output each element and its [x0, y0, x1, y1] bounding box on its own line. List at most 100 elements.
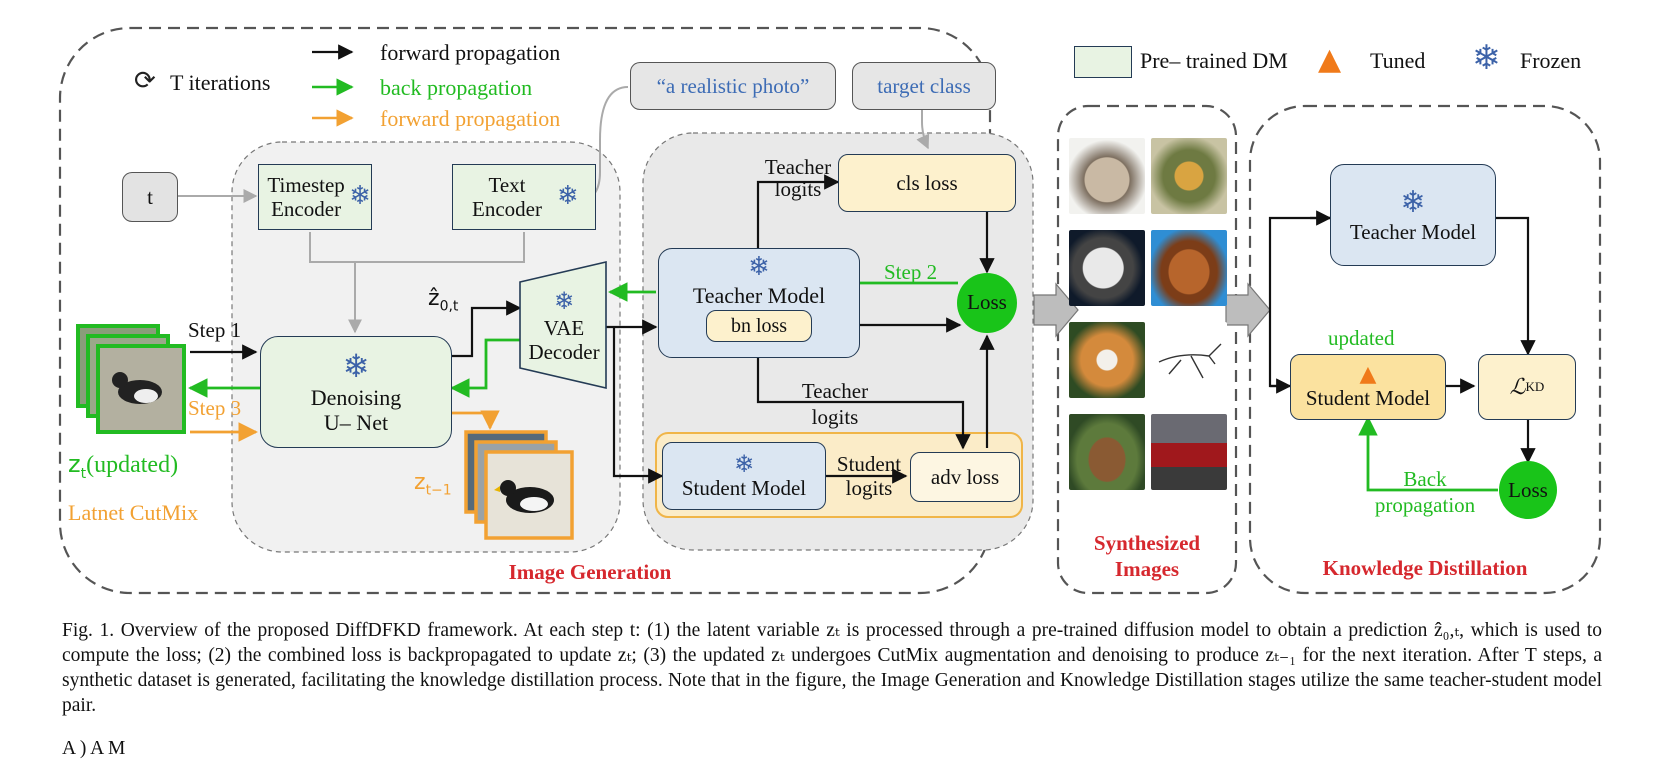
- kd-student-model-label: Student Model: [1305, 385, 1431, 410]
- z-prev-label: zt−1: [414, 470, 452, 498]
- snowflake-icon: ❄: [342, 347, 370, 386]
- teacher-model-label: Teacher Model: [692, 282, 826, 308]
- target-class-prompt: target class: [852, 62, 996, 110]
- loss-label: Loss: [967, 290, 1007, 314]
- framework-diagram: forward propagation back propagation for…: [58, 26, 1602, 595]
- z-prev-symbol: z: [414, 470, 426, 495]
- flame-icon: ▲: [1318, 42, 1342, 77]
- timestep-encoder: Timestep Encoder ❄: [258, 164, 372, 230]
- zt-symbol: z: [68, 450, 81, 478]
- step2-label: Step 2: [884, 260, 938, 284]
- loss-circle: [957, 273, 1017, 333]
- synth-image-corgi: [1069, 322, 1145, 398]
- student-model: ❄ Student Model: [662, 442, 826, 510]
- unet-to-vae-arrow: [450, 300, 522, 358]
- denoising-unet: ❄ Denoising U– Net: [260, 336, 452, 448]
- z-hat-subscript: 0,t: [439, 298, 459, 315]
- step3-label: Step 3: [188, 396, 242, 420]
- timestep-encoder-label: Timestep Encoder: [267, 172, 345, 221]
- airplane-sketch-svg: [1158, 343, 1222, 379]
- figure-caption: Fig. 1. Overview of the proposed DiffDFK…: [62, 620, 1602, 716]
- knowledge-distillation-title: Knowledge Distillation: [1322, 556, 1528, 580]
- kd-teacher-model: ❄ Teacher Model: [1330, 164, 1496, 266]
- legend-pretrained-label: Pre– trained DM: [1140, 48, 1288, 73]
- flame-icon: ▲: [1359, 361, 1377, 387]
- legend-frozen-label: Frozen: [1520, 48, 1582, 73]
- target-to-cls-arrow: [916, 108, 930, 150]
- legend-forward-orange-label: forward propagation: [380, 106, 561, 131]
- kd-teacher-to-lkd-arrow: [1492, 216, 1536, 356]
- iterations-icon: ⟳: [134, 66, 156, 96]
- snowflake-icon: ❄: [349, 181, 371, 212]
- text-encoder: Text Encoder ❄: [452, 164, 596, 230]
- kd-region: [1248, 104, 1602, 595]
- zt-updated-label: zt(updated): [68, 450, 178, 482]
- gen-to-synth-arrow: [1033, 282, 1079, 338]
- synth-image-horse: [1151, 230, 1227, 306]
- denoising-unet-label: Denoising U– Net: [310, 385, 402, 436]
- snowflake-icon: ❄: [733, 449, 755, 478]
- cls-loss: cls loss: [838, 154, 1016, 212]
- vae-to-unet-green-arrow: [450, 338, 522, 398]
- zt-bird-belly: [134, 389, 158, 403]
- student-model-label: Student Model: [681, 475, 807, 500]
- snowflake-icon: ❄: [557, 181, 579, 212]
- body-text-cut: A ) A M: [62, 738, 126, 759]
- vae-decoder-shape: [519, 260, 607, 390]
- zprev-bird-beak: [494, 486, 500, 492]
- kd-back-prop-label: Back propagation: [1374, 467, 1476, 517]
- teacher-logits-top-label: Teacher logits: [764, 155, 832, 201]
- kd-loss-symbol: ℒ: [1509, 374, 1526, 400]
- synth-image-airplane-sketch: [1151, 322, 1227, 398]
- kd-student-model: ▲ Student Model: [1290, 354, 1446, 420]
- z-hat-symbol: ẑ: [428, 286, 440, 311]
- text-encoder-label: Text Encoder: [472, 172, 542, 221]
- legend-back-green-label: back propagation: [380, 75, 533, 100]
- synth-to-kd-arrow: [1225, 282, 1271, 338]
- student-logits-label: Student logits: [836, 452, 902, 500]
- legend-forward-black-label: forward propagation: [380, 40, 561, 65]
- synth-image-car: [1151, 414, 1227, 490]
- synth-image-cat: [1069, 138, 1145, 214]
- snowflake-icon: ❄: [1472, 38, 1501, 78]
- kd-loss-circle: [1499, 461, 1557, 519]
- z-prev-subscript: t−1: [425, 482, 452, 499]
- zprev-bird-belly: [520, 497, 548, 511]
- teacher-to-adv-arrow: [756, 358, 971, 450]
- iterations-label: T iterations: [170, 70, 271, 95]
- kd-teacher-model-label: Teacher Model: [1349, 220, 1477, 245]
- vae-to-student-arrow: [612, 327, 664, 484]
- encoders-to-unet-arrow: [309, 232, 525, 332]
- legend-tuned-label: Tuned: [1370, 48, 1426, 73]
- zt-bird-head: [112, 372, 128, 388]
- zprev-bird-head: [500, 480, 516, 496]
- synth-image-dog-husky: [1069, 230, 1145, 306]
- latent-cutmix-label: Latnet CutMix: [68, 500, 199, 525]
- synth-image-bird: [1151, 138, 1227, 214]
- zt-subscript: t: [80, 465, 87, 482]
- image-generation-title: Image Generation: [508, 560, 672, 584]
- snowflake-icon: ❄: [748, 252, 770, 282]
- zt-updated-text: (updated): [86, 452, 179, 478]
- vae-decoder-label: VAE Decoder: [528, 315, 600, 364]
- kd-loss-subscript: KD: [1525, 378, 1545, 394]
- unet-to-zprev-arrow: [450, 410, 500, 430]
- snowflake-icon: ❄: [1400, 184, 1426, 220]
- bn-loss: bn loss: [706, 310, 812, 342]
- snowflake-icon: ❄: [553, 287, 575, 316]
- kd-loss-label: Loss: [1508, 478, 1548, 502]
- teacher-logits-mid-label: Teacher logits: [801, 379, 869, 429]
- synthesized-images-title: Synthesized Images: [1093, 531, 1201, 581]
- vae-decoder: ❄ VAE Decoder: [520, 276, 608, 376]
- synth-region: [1056, 104, 1238, 595]
- adv-loss: adv loss: [910, 452, 1020, 502]
- realistic-photo-prompt: “a realistic photo”: [630, 62, 836, 110]
- z-hat-label: ẑ0,t: [428, 286, 458, 314]
- synth-image-deer: [1069, 414, 1145, 490]
- step1-label: Step 1: [188, 318, 242, 342]
- kd-back-prop-arrow: [1358, 416, 1498, 492]
- kd-updated-label: updated: [1328, 326, 1395, 350]
- legend-pretrained-swatch: [1074, 46, 1132, 78]
- teacher-to-cls-arrow: [756, 174, 840, 248]
